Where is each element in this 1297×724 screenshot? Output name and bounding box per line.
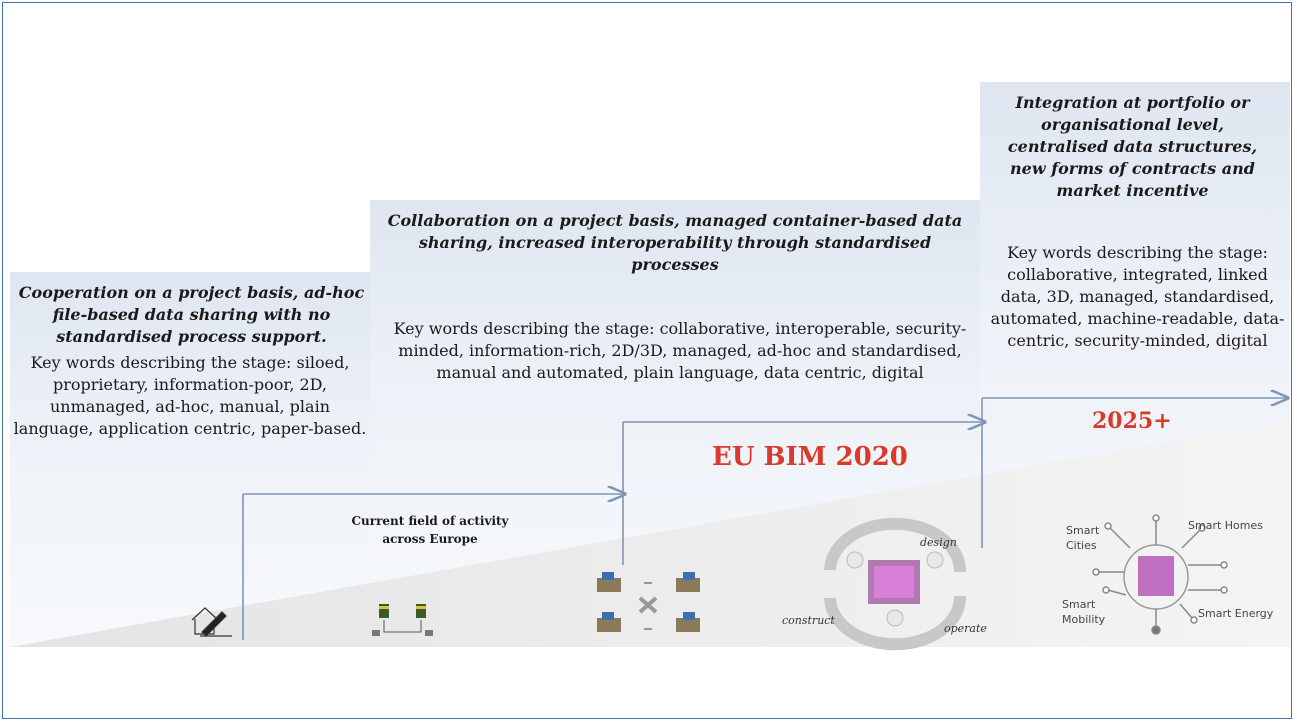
cycle-design-label: design	[920, 536, 957, 549]
step-arrows	[242, 398, 1288, 640]
stage-3-title: Integration at portfolio or organisation…	[1007, 93, 1258, 200]
maturity-wedge	[10, 420, 1290, 647]
smart-homes-label: Smart Homes	[1188, 519, 1263, 532]
stage-3-keywords: Key words describing the stage: collabor…	[990, 243, 1285, 350]
stage-1-panel	[10, 272, 370, 647]
bim-lifecycle-cycle	[824, 517, 967, 651]
smart-cities-label: Smart Cities	[1066, 524, 1100, 552]
smart-mobility-label: Smart Mobility	[1062, 598, 1106, 626]
future-2025-label: 2025+	[1092, 408, 1172, 434]
smart-ecosystem-icon	[1092, 514, 1228, 635]
current-field-label: Current field of activity across Europe	[351, 514, 509, 546]
stage-2-keywords: Key words describing the stage: collabor…	[393, 319, 967, 382]
cycle-construct-label: construct	[782, 614, 835, 627]
stage-1-title: Cooperation on a project basis, ad-hoc f…	[18, 283, 365, 346]
smart-energy-label: Smart Energy	[1198, 607, 1274, 620]
house-sketch-icon	[191, 607, 232, 637]
stage-2-title: Collaboration on a project basis, manage…	[387, 211, 963, 274]
collaborating-teams-icon	[597, 572, 700, 632]
stage-1-keywords: Key words describing the stage: siloed, …	[13, 353, 367, 438]
eu-bim-2020-label: EU BIM 2020	[712, 442, 908, 472]
file-exchange-icon	[372, 604, 433, 636]
cycle-operate-label: operate	[944, 622, 987, 635]
